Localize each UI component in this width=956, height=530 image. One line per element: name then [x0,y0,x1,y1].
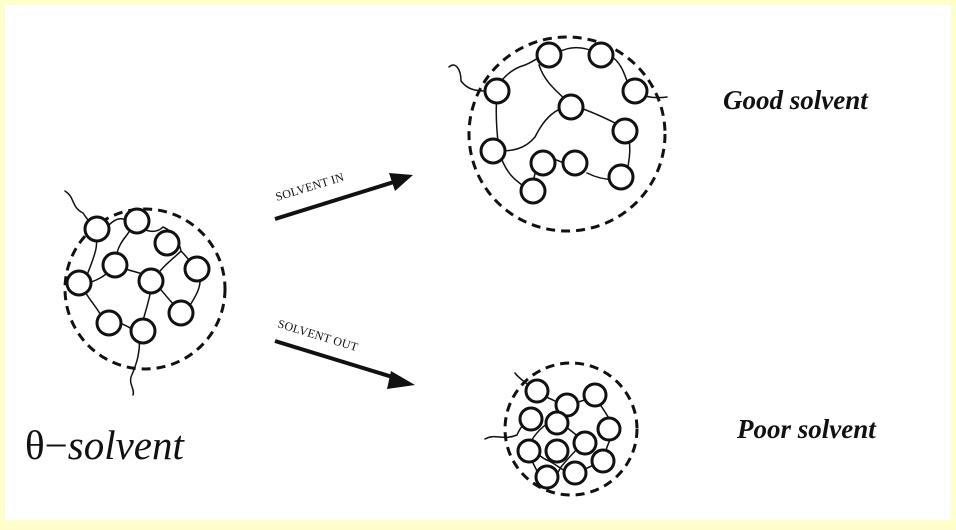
monomer-bead [564,462,586,484]
monomer-bead [559,95,583,119]
theta-word: solvent [68,422,184,468]
monomer-bead [531,151,555,175]
good-solvent-coil [449,37,667,231]
monomer-bead [521,179,545,203]
good-chain [449,48,667,191]
solvent-in-arrowhead [389,173,413,191]
monomer-bead [536,466,558,488]
monomer-bead [563,151,587,175]
monomer-bead [169,301,193,325]
monomer-bead [131,319,155,343]
theta-solvent-label: θ−solvent [25,421,184,469]
monomer-bead [592,450,614,472]
good-segments [481,43,647,203]
monomer-bead [574,432,596,454]
theta-solvent-coil [65,191,225,395]
monomer-bead [481,139,505,163]
solvent-out-arrowhead [387,371,415,389]
monomer-bead [589,43,613,67]
solvent-in-arrow: SOLVENT IN [274,170,413,219]
monomer-bead [598,418,620,440]
monomer-bead [67,271,91,295]
diagram-canvas: SOLVENT IN SOLVENT OUT Good solvent Poor… [5,5,951,520]
monomer-bead [584,384,606,406]
monomer-bead [520,408,542,430]
monomer-bead [185,257,209,281]
monomer-bead [518,440,540,462]
monomer-bead [485,79,509,103]
monomer-bead [97,311,121,335]
monomer-bead [613,119,637,143]
poor-solvent-coil [485,363,637,495]
solvent-out-label: SOLVENT OUT [276,316,360,354]
monomer-bead [537,43,561,67]
monomer-bead [546,412,568,434]
monomer-bead [125,209,149,233]
monomer-bead [526,380,548,402]
theta-symbol: θ [25,422,45,468]
theta-dash: − [45,422,68,468]
monomer-bead [139,269,163,293]
monomer-bead [155,231,179,255]
poor-solvent-label: Poor solvent [737,414,876,445]
solvent-out-arrow: SOLVENT OUT [275,316,415,389]
monomer-bead [103,253,127,277]
monomer-bead [85,217,109,241]
monomer-bead [546,440,568,462]
good-solvent-label: Good solvent [723,85,868,116]
poor-segments [518,380,620,488]
monomer-bead [623,79,647,103]
theta-segments [67,209,209,343]
monomer-bead [609,165,633,189]
